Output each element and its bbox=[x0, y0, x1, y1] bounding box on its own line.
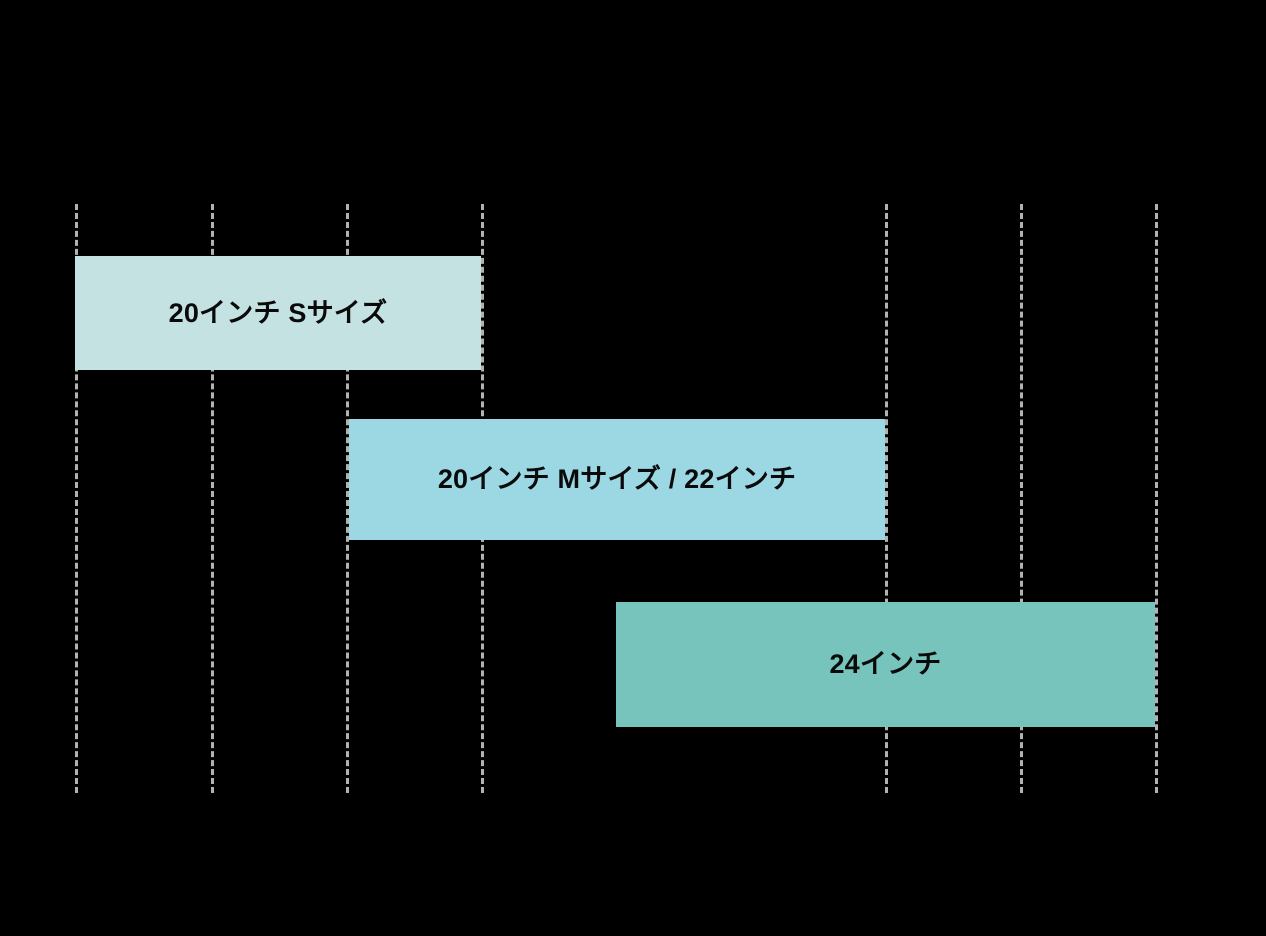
gridline-1 bbox=[75, 204, 78, 793]
gridline-3 bbox=[346, 204, 349, 793]
range-bar-20inch-s[interactable]: 20インチ Sサイズ bbox=[75, 256, 481, 370]
range-bar-label: 20インチ Mサイズ / 22インチ bbox=[437, 464, 797, 495]
gridline-2 bbox=[211, 204, 214, 793]
range-bar-label: 24インチ bbox=[829, 649, 942, 680]
gridline-6 bbox=[1020, 204, 1023, 793]
gridline-7 bbox=[1155, 204, 1158, 793]
range-bar-20inch-m-22inch[interactable]: 20インチ Mサイズ / 22インチ bbox=[349, 419, 885, 540]
range-bar-label: 20インチ Sサイズ bbox=[168, 297, 388, 328]
gridline-5 bbox=[885, 204, 888, 793]
range-bar-24inch[interactable]: 24インチ bbox=[616, 602, 1155, 727]
